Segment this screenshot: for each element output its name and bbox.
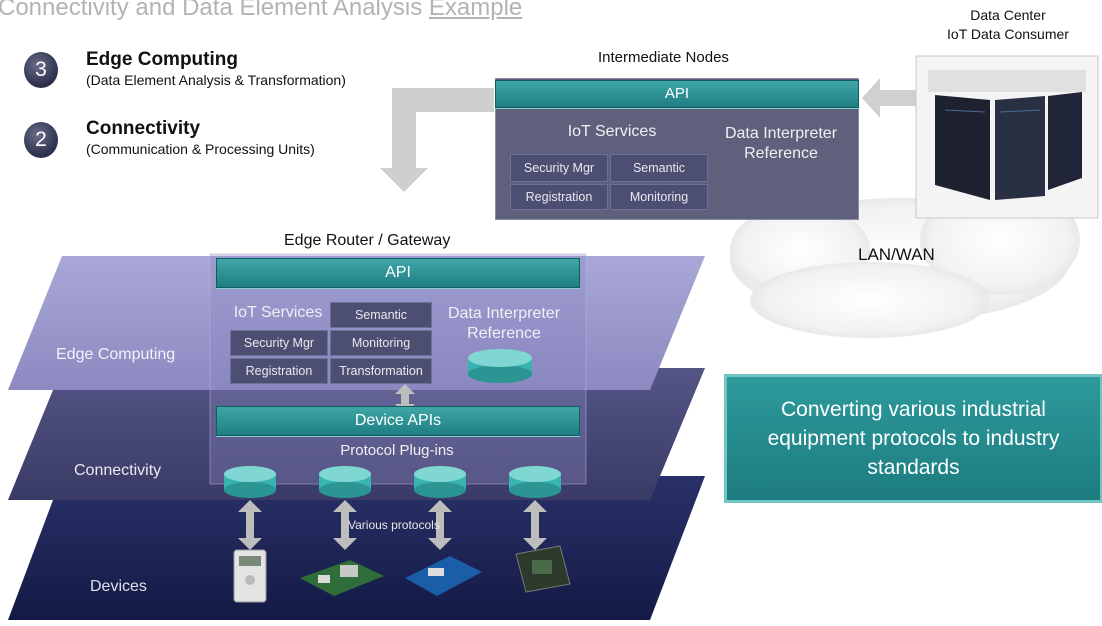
edge-api-bar: API xyxy=(216,258,580,288)
raspberry-pi-board xyxy=(300,560,384,596)
plugin-cylinder xyxy=(224,466,276,498)
smart-meter-device xyxy=(233,549,267,603)
data-center-line1: Data Center xyxy=(970,7,1046,23)
intermediate-registration: Registration xyxy=(510,184,608,210)
intermediate-nodes-label: Intermediate Nodes xyxy=(598,49,729,66)
intermediate-semantic: Semantic xyxy=(610,154,708,182)
title-example-link[interactable]: Example xyxy=(428,0,523,21)
layer-label-edge-computing: Edge Computing xyxy=(56,346,176,363)
callout-text: Converting various industrial equipment … xyxy=(767,398,1060,479)
layer-label-devices: Devices xyxy=(90,578,147,595)
protocol-plugins-label: Protocol Plug-ins xyxy=(340,442,454,459)
edge-interpreter-cylinder xyxy=(468,349,532,383)
legend-connectivity-title: Connectivity xyxy=(86,118,201,139)
lan-wan-label: LAN/WAN xyxy=(858,245,935,264)
edge-monitoring: Monitoring xyxy=(330,330,432,356)
plugin-cylinder xyxy=(414,466,466,498)
page-title: Connectivity and Data Element Analysis E… xyxy=(0,0,522,22)
device-apis-bar: Device APIs xyxy=(216,406,580,436)
edge-router-gateway-label: Edge Router / Gateway xyxy=(284,232,451,249)
step-2-badge: 2 xyxy=(24,122,58,158)
edge-registration: Registration xyxy=(230,358,328,384)
edge-security-mgr: Security Mgr xyxy=(230,330,328,356)
intermediate-interpreter-label: Data Interpreter Reference xyxy=(724,125,838,162)
edge-iot-services-label: IoT Services xyxy=(233,304,323,321)
data-center-line2: IoT Data Consumer xyxy=(947,26,1069,42)
legend-connectivity-subtitle: (Communication & Processing Units) xyxy=(86,141,315,157)
plugin-cylinder xyxy=(319,466,371,498)
protocol-conversion-callout: Converting various industrial equipment … xyxy=(724,374,1102,503)
data-center-label: Data Center IoT Data Consumer xyxy=(918,6,1098,44)
edge-interpreter-label: Data Interpreter Reference xyxy=(447,305,561,342)
intermediate-api-bar: API xyxy=(495,80,859,108)
layer-label-connectivity: Connectivity xyxy=(74,462,162,479)
legend-edge-computing-subtitle: (Data Element Analysis & Transformation) xyxy=(86,72,346,88)
arduino-board xyxy=(405,556,482,596)
title-main: Connectivity and Data Element Analysis xyxy=(0,0,423,21)
arrow-datacenter-to-intermediate xyxy=(862,78,916,118)
edge-semantic: Semantic xyxy=(330,302,432,328)
plugin-cylinder xyxy=(509,466,561,498)
edge-transformation: Transformation xyxy=(330,358,432,384)
protocol-plugin-cylinders xyxy=(224,466,561,498)
step-3-badge: 3 xyxy=(24,52,58,88)
data-center-image xyxy=(915,55,1099,219)
lan-wan-cloud xyxy=(730,185,1080,338)
intermediate-iot-services-label: IoT Services xyxy=(567,123,657,140)
intermediate-security-mgr: Security Mgr xyxy=(510,154,608,182)
arrow-intermediate-to-edge xyxy=(380,88,494,192)
legend-edge-computing-title: Edge Computing xyxy=(86,49,238,70)
various-protocols-label: Various protocols xyxy=(348,518,440,532)
intermediate-monitoring: Monitoring xyxy=(610,184,708,210)
embedded-board xyxy=(515,545,571,593)
